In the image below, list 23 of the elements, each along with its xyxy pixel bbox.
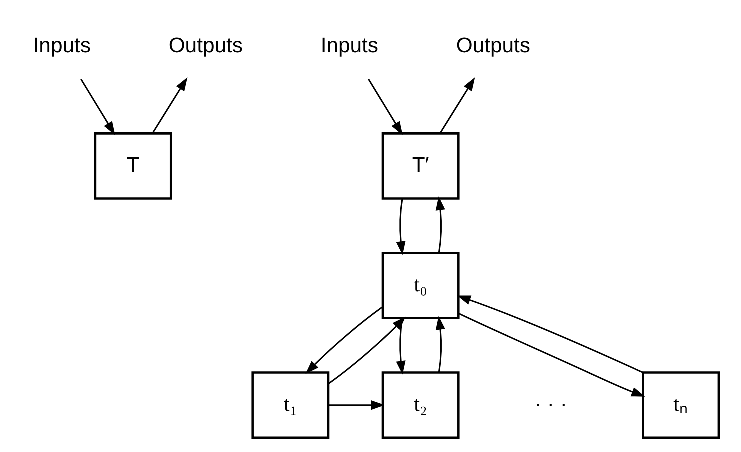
arrow <box>152 77 188 134</box>
label: · · · <box>534 392 568 416</box>
node-text: Outputs <box>168 34 243 58</box>
arrow <box>328 400 385 410</box>
arrow <box>457 296 643 374</box>
arrow <box>440 77 476 134</box>
node-text: Inputs <box>33 34 91 58</box>
node-box: t₂ <box>382 372 460 439</box>
node-box: T <box>94 132 172 200</box>
node-text: Inputs <box>320 34 379 58</box>
node-text: Outputs <box>456 34 531 58</box>
arrow <box>328 316 406 384</box>
arrow <box>306 306 384 374</box>
node-box: T′ <box>382 132 460 200</box>
arrow <box>368 79 403 136</box>
arrow <box>436 316 446 373</box>
arrow <box>396 198 406 256</box>
arrow <box>458 312 646 397</box>
node-box: t₀ <box>382 252 460 320</box>
node-box: tₙ <box>642 372 720 439</box>
arrow <box>436 196 446 254</box>
arrow <box>80 79 116 136</box>
node-box: t₁ <box>252 372 330 439</box>
